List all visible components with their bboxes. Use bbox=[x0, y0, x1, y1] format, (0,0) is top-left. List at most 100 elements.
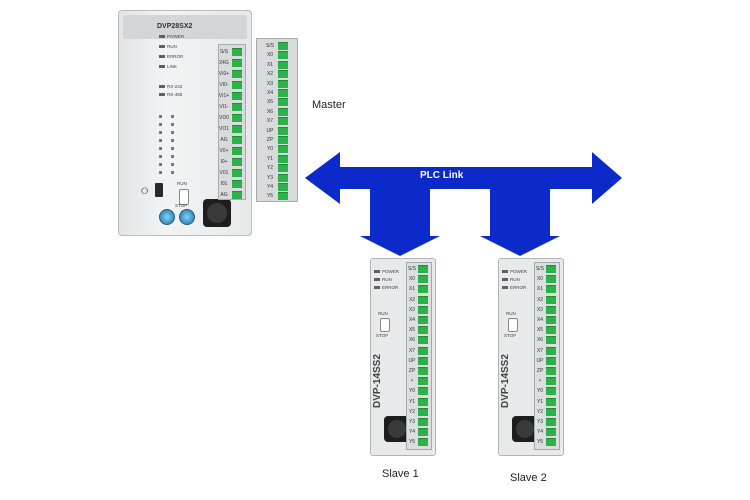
slave-2-terminal-screw bbox=[546, 336, 556, 345]
master-left-terminal-screw bbox=[232, 136, 242, 144]
slave-2-terminal-label: Y3 bbox=[536, 419, 544, 425]
master-left-terminal-screw bbox=[232, 191, 242, 199]
slave-2-terminal-label: UP bbox=[536, 357, 544, 364]
master-right-terminal-label: Y3 bbox=[266, 174, 274, 181]
slave-2-terminal-screw bbox=[546, 418, 556, 426]
io-indicator-led bbox=[171, 131, 174, 134]
slave-1-terminal-screw bbox=[418, 285, 428, 294]
usb-port bbox=[155, 183, 163, 197]
master-right-terminal-label: Y2 bbox=[266, 165, 274, 172]
master-left-terminal-screw bbox=[232, 147, 242, 155]
master-right-terminal-label: X0 bbox=[266, 52, 274, 59]
master-right-terminal-label: X3 bbox=[266, 80, 274, 87]
potentiometer-knob-1[interactable] bbox=[159, 209, 175, 225]
io-indicator-led bbox=[159, 123, 162, 126]
master-right-terminal-label: X6 bbox=[266, 108, 274, 115]
io-indicator-led bbox=[171, 139, 174, 142]
slave-1-comm-socket bbox=[388, 420, 406, 438]
slave-2-terminal-label: X6 bbox=[536, 337, 544, 344]
master-left-terminal-screw bbox=[232, 103, 242, 111]
led-power bbox=[159, 35, 165, 38]
slave-2-led-power bbox=[502, 270, 508, 273]
slave-1-terminal-screw bbox=[418, 387, 428, 396]
slave-1-terminal-screw bbox=[418, 346, 428, 355]
master-right-terminal-label: X7 bbox=[266, 118, 274, 125]
slave-1-run-stop-switch[interactable] bbox=[380, 318, 390, 332]
slave-1-led-run-label: RUN bbox=[382, 277, 392, 282]
io-indicator-led bbox=[159, 131, 162, 134]
rs485-label: RS-485 bbox=[167, 92, 183, 97]
master-left-terminal-label: I01 bbox=[220, 181, 228, 187]
master-right-terminal-label: ZP bbox=[266, 137, 274, 143]
led-error-label: ERROR bbox=[167, 54, 184, 59]
master-right-terminal-label: UP bbox=[266, 127, 274, 134]
master-right-terminal-label: X5 bbox=[266, 99, 274, 106]
led-rs232 bbox=[159, 85, 165, 88]
slave-1-terminal-label: UP bbox=[408, 357, 416, 364]
slave-1-terminal-label: Y4 bbox=[408, 429, 416, 436]
led-run-label: RUN bbox=[167, 44, 177, 49]
master-terminal-strip-right bbox=[256, 38, 298, 202]
led-link bbox=[159, 65, 165, 68]
slave-2-terminal-screw bbox=[546, 285, 556, 294]
plc-link-arrow bbox=[305, 152, 622, 256]
slave-1-terminal-screw bbox=[418, 336, 428, 345]
slave-1-terminal-screw bbox=[418, 326, 428, 335]
master-left-terminal-screw bbox=[232, 70, 242, 78]
master-left-terminal-label: S/S bbox=[219, 49, 229, 55]
master-right-terminal-screw bbox=[278, 126, 288, 135]
master-right-terminal-screw bbox=[278, 107, 288, 116]
slave-1-led-error-label: ERROR bbox=[382, 285, 399, 290]
io-indicator-led bbox=[159, 171, 162, 174]
io-indicator-led bbox=[171, 163, 174, 166]
master-right-terminal-label: X1 bbox=[266, 61, 274, 68]
slave-2-terminal-screw bbox=[546, 265, 556, 273]
slave-2-terminal-screw bbox=[546, 367, 556, 375]
master-left-terminal-screw bbox=[232, 114, 242, 122]
io-indicator-led bbox=[171, 147, 174, 150]
slave-2-terminal-label: X7 bbox=[536, 347, 544, 354]
slave-2-run-stop-switch[interactable] bbox=[508, 318, 518, 332]
slave-2-terminal-screw bbox=[546, 295, 556, 304]
slave-2-label: Slave 2 bbox=[510, 472, 547, 484]
io-indicator-led bbox=[171, 123, 174, 126]
slave-1-terminal-screw bbox=[418, 438, 428, 447]
led-rs485 bbox=[159, 93, 165, 96]
master-plc: DVP28SX2 POWER RUN ERROR LINK RS-232 RS-… bbox=[118, 10, 298, 236]
slave-2-terminal-label: Y4 bbox=[536, 429, 544, 436]
master-left-terminal-screw bbox=[232, 92, 242, 100]
master-right-terminal-label: Y1 bbox=[266, 155, 274, 162]
slave-1-terminal-screw bbox=[418, 316, 428, 324]
master-left-terminal-label: VO0 bbox=[218, 115, 229, 121]
master-left-terminal-screw bbox=[232, 81, 242, 89]
slave-2-led-run bbox=[502, 278, 508, 281]
slave-1-led-error bbox=[374, 286, 380, 289]
slave-1-terminal-screw bbox=[418, 265, 428, 273]
slave-1-terminal-screw bbox=[418, 295, 428, 304]
slave-1-terminal-label: X3 bbox=[408, 306, 416, 313]
potentiometer-knob-2[interactable] bbox=[179, 209, 195, 225]
slave-2-terminal-screw bbox=[546, 316, 556, 324]
slave-1-led-run bbox=[374, 278, 380, 281]
master-left-terminal-label: V01 bbox=[219, 170, 229, 176]
master-left-terminal-screw bbox=[232, 59, 242, 67]
slave-1-terminal-screw bbox=[418, 367, 428, 375]
master-left-terminal-screw bbox=[232, 180, 242, 188]
slave-2-terminal-label: X2 bbox=[536, 296, 544, 303]
slave-1-terminal-label: ZP bbox=[408, 368, 416, 374]
slave-1-terminal-screw bbox=[418, 418, 428, 426]
slave-2-terminal-label: S/S bbox=[535, 266, 545, 272]
master-left-terminal-label: VI0+ bbox=[218, 71, 230, 77]
slave-1-terminal-screw bbox=[418, 397, 428, 406]
slave-2-run-label: RUN bbox=[506, 311, 516, 316]
master-left-terminal-screw bbox=[232, 48, 242, 56]
master-left-terminal-label: I0+ bbox=[220, 159, 228, 165]
slave-2-stop-label: STOP bbox=[504, 333, 517, 338]
master-right-terminal-screw bbox=[278, 173, 288, 182]
run-stop-switch[interactable] bbox=[179, 189, 189, 205]
slave-1-led-power bbox=[374, 270, 380, 273]
slave-2-terminal-screw bbox=[546, 387, 556, 396]
slave-1-run-label: RUN bbox=[378, 311, 388, 316]
slave-2-terminal-label: Y1 bbox=[536, 398, 544, 405]
